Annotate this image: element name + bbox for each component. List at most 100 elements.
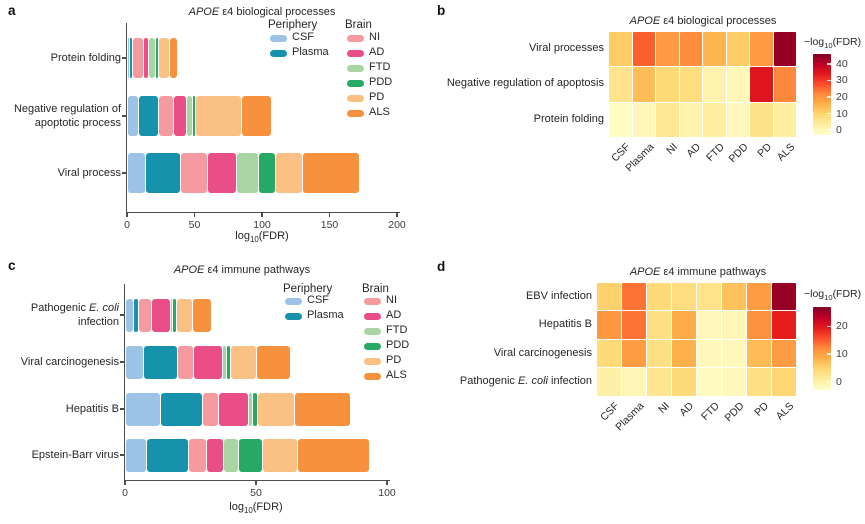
bar-segment-CSF — [128, 153, 145, 193]
legend-label-PDD: PDD — [386, 339, 410, 351]
bar-segment-PD — [263, 438, 297, 472]
text-run: Viral carcinogenesis — [20, 356, 119, 368]
y-tick-mark — [119, 454, 124, 456]
panel-letter-c: c — [8, 258, 16, 273]
bar-segment-FTD — [237, 153, 258, 193]
bar-segment-FTD — [224, 438, 238, 472]
legend-label-Plasma: Plasma — [292, 46, 329, 58]
legend-swatch-FTD — [364, 327, 381, 335]
text-run: (FDR) — [258, 230, 289, 242]
bar-segment-PDD — [173, 298, 177, 332]
heatmap-cell-ALS — [772, 283, 796, 311]
x-tick-mark — [386, 481, 388, 486]
heatmap-cell-AD — [672, 311, 696, 339]
heatmap-cell-PDD — [722, 283, 746, 311]
heatmap-row-label: EBV infection — [526, 290, 592, 302]
bar-segment-AD — [143, 38, 148, 78]
text-run: APOE — [188, 6, 220, 18]
x-axis-line — [125, 212, 400, 214]
bar-segment-CSF — [126, 392, 161, 426]
x-axis-label: log10(FDR) — [202, 230, 322, 244]
stacked-bar — [126, 345, 290, 379]
heatmap-row-label: Protein folding — [534, 113, 604, 125]
bar-segment-ALS — [170, 38, 177, 78]
text-run: APOE — [173, 264, 205, 276]
bar-segment-CSF — [128, 96, 138, 136]
colorbar-tick-label: 10 — [836, 107, 848, 120]
bar-segment-ALS — [242, 96, 272, 136]
text-run: Pathogenic — [459, 374, 518, 387]
text-run: 10 — [243, 506, 253, 516]
bar-segment-NI — [178, 345, 194, 379]
legend-swatch-ALS — [347, 109, 364, 117]
text-run: ε4 immune pathways — [660, 266, 767, 278]
heatmap-cell-Plasma — [632, 32, 655, 67]
y-tick-mark — [119, 314, 124, 316]
x-tick-label: 100 — [378, 487, 396, 499]
bar-segment-FTD — [170, 298, 173, 332]
x-axis-label: log10(FDR) — [196, 501, 316, 516]
heatmap-col-label-ALS: ALS — [773, 400, 797, 423]
panel-d-title: APOE ε4 immune pathways — [538, 266, 858, 278]
heatmap-col-label-FTD: FTD — [698, 400, 722, 423]
category-label: Viral process — [58, 166, 121, 180]
heatmap-col-label-CSF: CSF — [609, 141, 633, 165]
bar-segment-AD — [194, 345, 222, 379]
bar-segment-ALS — [303, 153, 360, 193]
text-run: 10 — [824, 41, 833, 51]
text-run: Pathogenic — [30, 302, 90, 314]
x-tick-mark — [193, 213, 196, 218]
bar-segment-NI — [180, 153, 207, 193]
text-run: APOE — [629, 266, 661, 278]
x-tick-label: 200 — [388, 219, 406, 231]
heatmap-cell-FTD — [703, 67, 726, 102]
heatmap-col-label-PD: PD — [754, 141, 774, 160]
heatmap-cell-PD — [750, 67, 773, 102]
heatmap-cell-ALS — [773, 32, 796, 67]
legend-swatch-PDD — [347, 79, 364, 87]
bar-segment-AD — [173, 96, 187, 136]
bar-segment-Plasma — [144, 345, 178, 379]
category-label: Viral carcinogenesis — [21, 355, 119, 369]
stacked-bar — [128, 96, 272, 136]
legend-swatch-CSF — [270, 34, 287, 42]
heatmap-cell-CSF — [609, 67, 632, 102]
heatmap-cell-FTD — [697, 283, 721, 311]
bar-segment-ALS — [192, 298, 212, 332]
legend-swatch-ALS — [364, 372, 381, 380]
heatmap-cell-PD — [747, 368, 771, 396]
legend-label-ALS: ALS — [369, 106, 390, 118]
bar-segment-ALS — [297, 438, 369, 472]
heatmap-col-label-AD: AD — [684, 141, 704, 160]
legend-label-Plasma: Plasma — [307, 309, 344, 321]
text-run: infection — [78, 316, 119, 328]
legend-swatch-AD — [364, 312, 381, 320]
x-tick-mark — [124, 481, 126, 486]
colorbar-tick-mark — [827, 63, 831, 65]
heatmap-cell-NI — [656, 32, 679, 67]
heatmap-cell-FTD — [697, 311, 721, 339]
bar-segment-FTD — [249, 392, 253, 426]
colorbar-tick-mark — [827, 96, 831, 98]
panel-a-title: APOE ε4 biological processes — [102, 6, 422, 18]
stacked-bar — [126, 392, 351, 426]
bar-segment-PD — [159, 38, 170, 78]
bar-segment-PD — [177, 298, 192, 332]
category-label-line: Viral process — [58, 166, 121, 180]
x-tick-mark — [396, 213, 398, 218]
heatmap-cell-ALS — [772, 339, 796, 368]
x-tick-label: 50 — [188, 219, 201, 231]
text-run: 10 — [824, 293, 833, 303]
heatmap-cell-Plasma — [622, 339, 646, 368]
text-run: Protein folding — [533, 112, 604, 125]
text-run: ε4 biological processes — [219, 6, 336, 18]
legend-label-ALS: ALS — [386, 369, 407, 381]
legend-label-FTD: FTD — [386, 324, 408, 336]
colorbar-label: −log10(FDR) — [804, 288, 861, 303]
legend-label-PD: PD — [386, 354, 402, 366]
panel-letter-a: a — [8, 3, 16, 18]
category-label-line: apoptotic process — [14, 116, 121, 130]
x-tick-mark — [261, 213, 263, 218]
heatmap-row-label: Viral carcinogenesis — [494, 347, 592, 359]
bar-segment-FTD — [187, 96, 192, 136]
